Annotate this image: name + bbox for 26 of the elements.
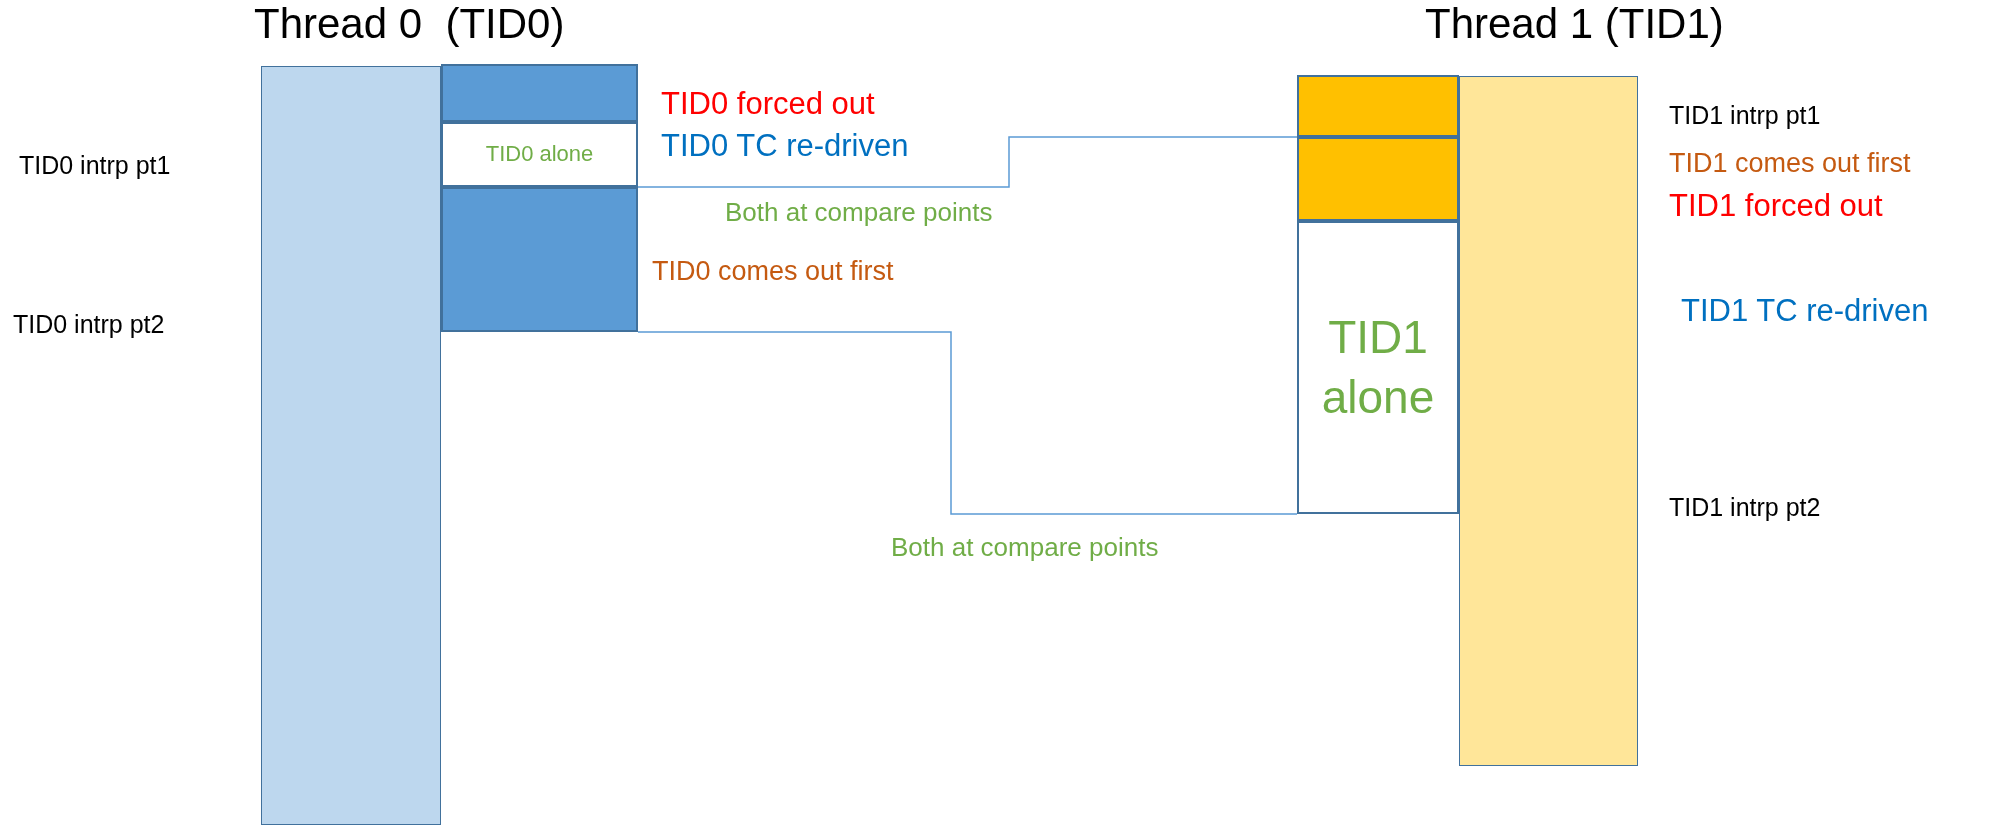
time-block (1297, 221, 1459, 514)
block-label: TID1 alone (1320, 309, 1436, 425)
connector-line (637, 331, 1298, 515)
event-label: TID0 comes out first (652, 256, 894, 288)
edge-label: Both at compare points (725, 198, 993, 228)
event-label: TID1 comes out first (1669, 148, 1911, 180)
time-block (441, 64, 638, 122)
time-block (1297, 75, 1459, 137)
thread-bar (1459, 76, 1638, 766)
event-label: TID0 TC re-driven (661, 128, 909, 164)
interrupt-label: TID0 intrp pt2 (13, 310, 165, 339)
thread-bar (261, 66, 441, 825)
event-label: TID0 forced out (661, 86, 875, 122)
block-label: TID0 alone (485, 140, 594, 169)
time-block (441, 187, 638, 332)
connector-line (637, 136, 1298, 188)
time-block (441, 122, 638, 187)
event-label: TID1 TC re-driven (1681, 293, 1929, 329)
event-label: TID1 forced out (1669, 188, 1883, 224)
interrupt-label: TID0 intrp pt1 (19, 151, 171, 180)
edge-label: Both at compare points (891, 533, 1159, 563)
interrupt-label: TID1 intrp pt2 (1669, 493, 1821, 522)
time-block (1297, 137, 1459, 221)
column-title: Thread 0 (TID0) (254, 0, 565, 49)
column-title: Thread 1 (TID1) (1425, 0, 1724, 49)
interrupt-label: TID1 intrp pt1 (1669, 101, 1821, 130)
